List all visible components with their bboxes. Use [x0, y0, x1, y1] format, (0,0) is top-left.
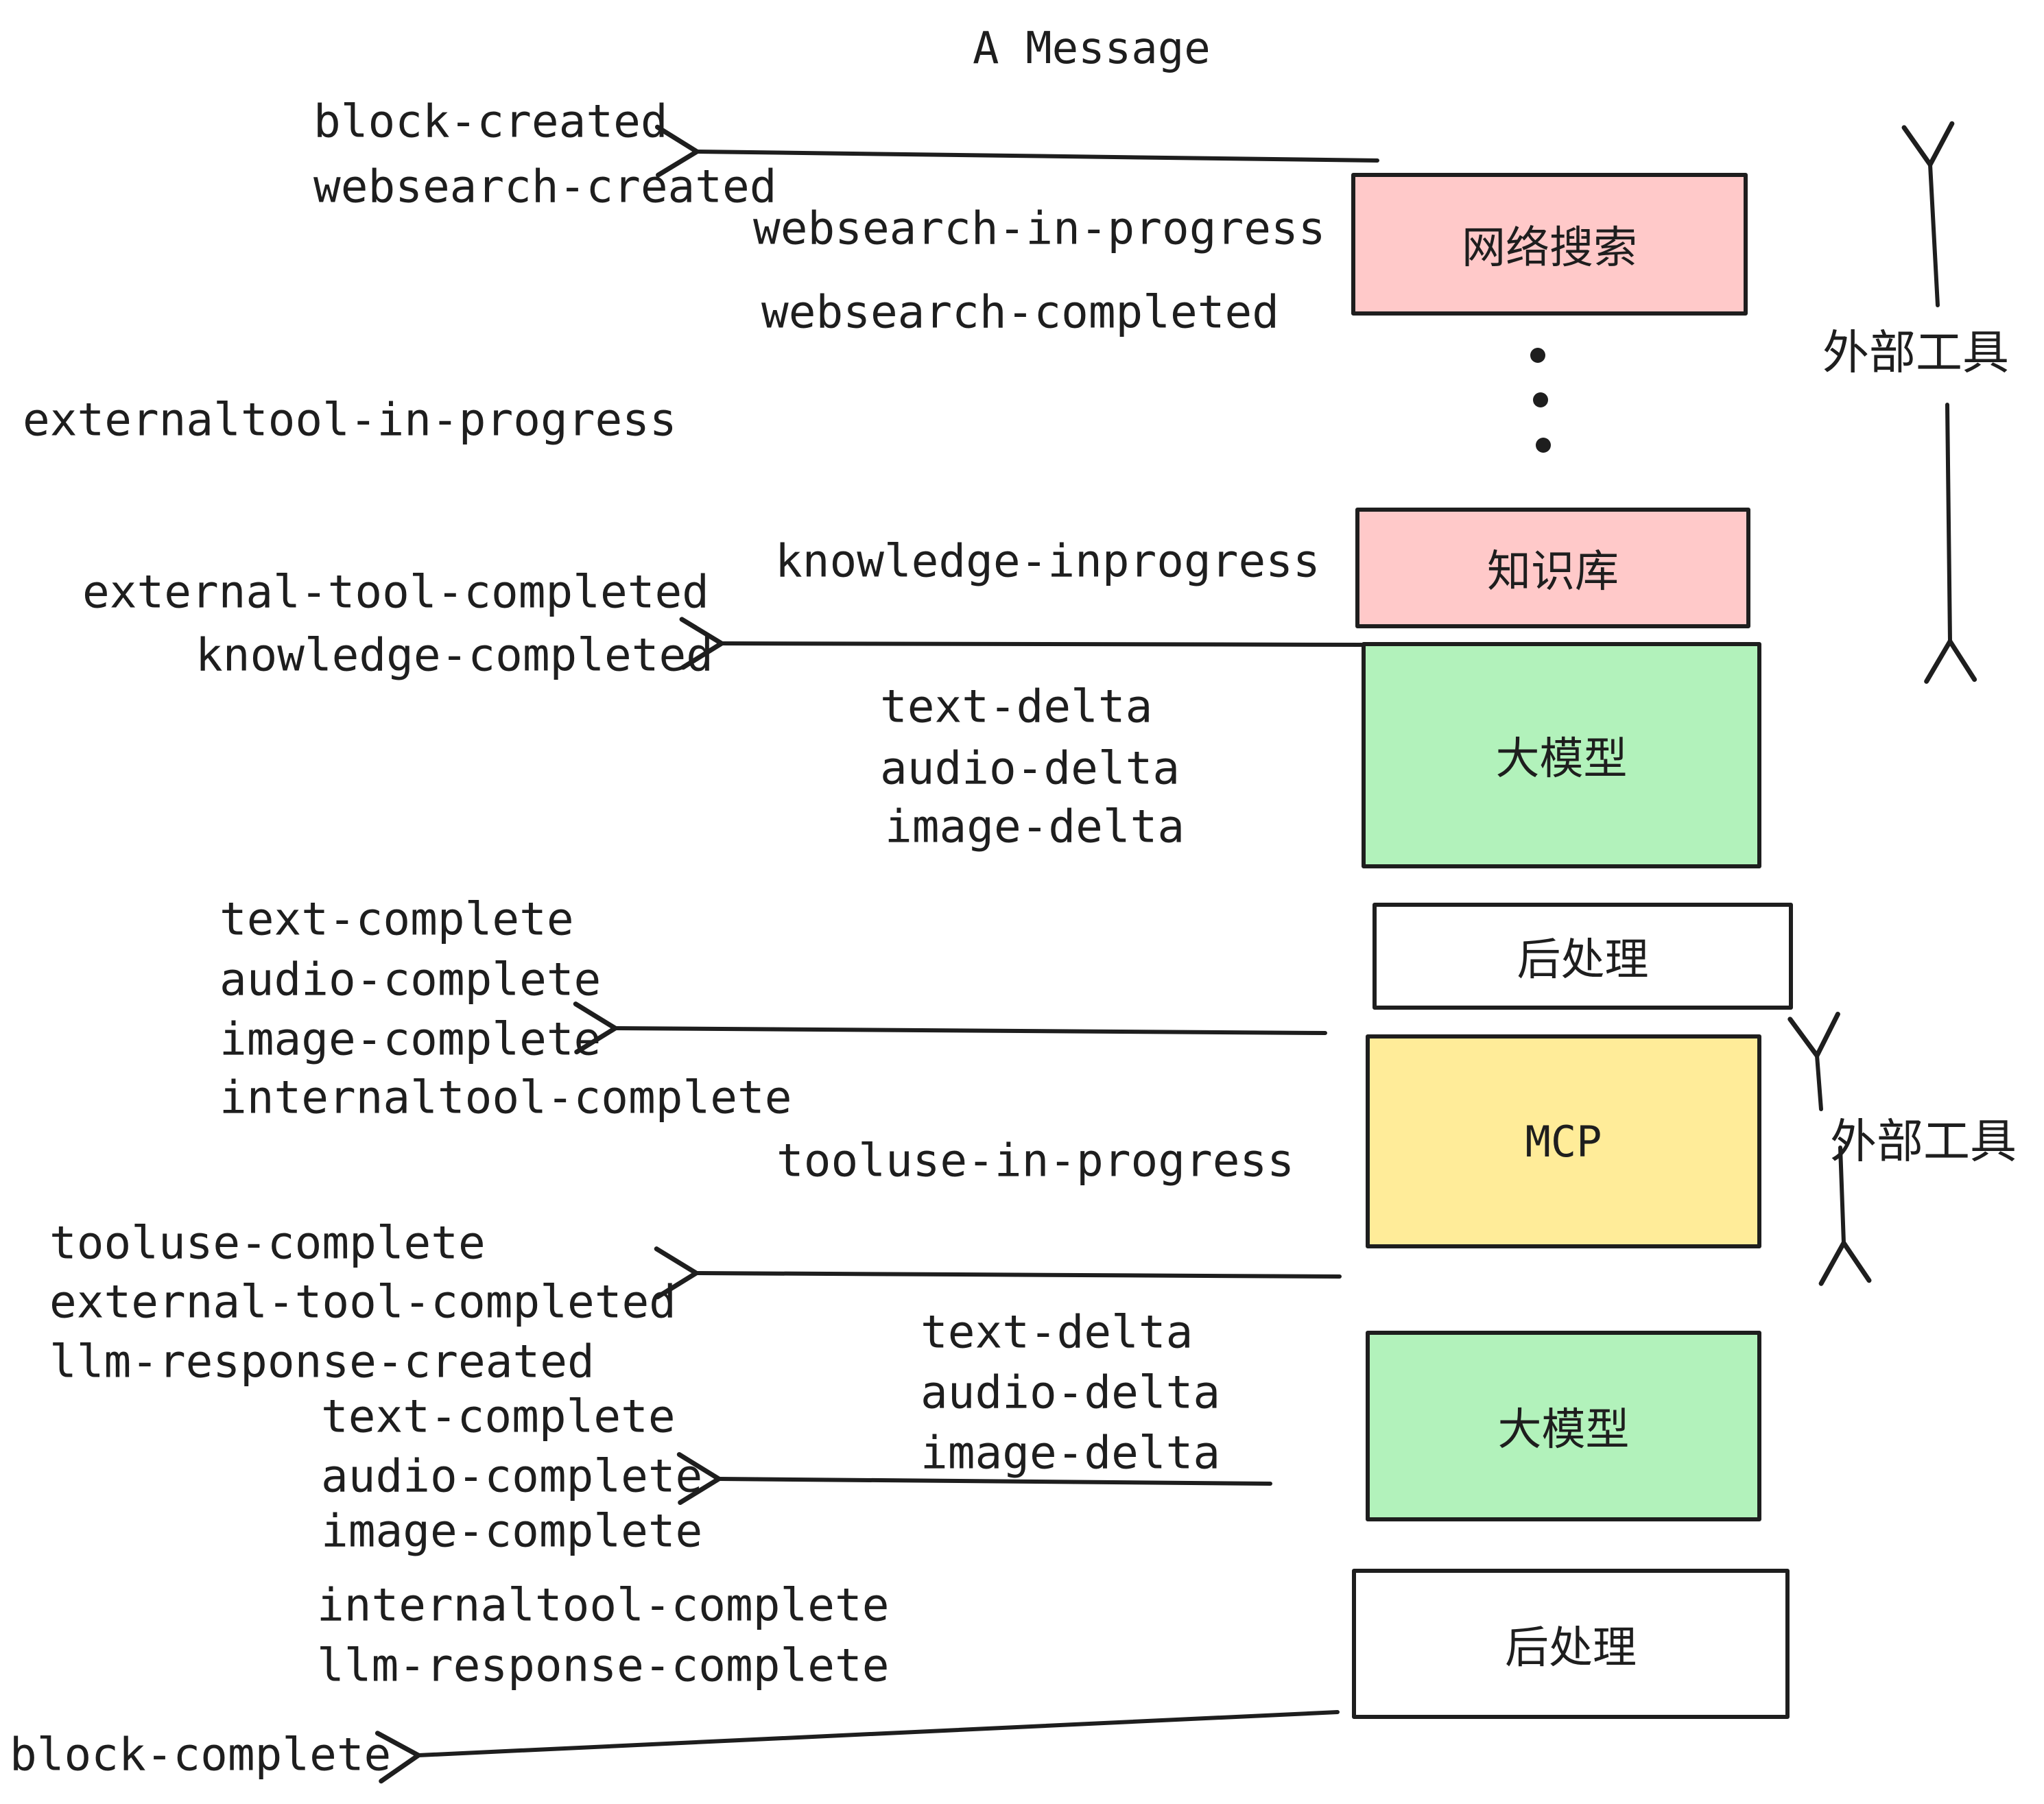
- box-websearch: 网络搜索: [1351, 173, 1748, 316]
- label-websearch-completed: websearch-completed: [761, 285, 1279, 339]
- label-knowledge-completed: knowledge-completed: [195, 628, 713, 682]
- label-audio-complete-2: audio-complete: [321, 1449, 703, 1503]
- diagram-title: A Message: [973, 23, 1211, 74]
- label-image-delta-1: image-delta: [885, 800, 1185, 853]
- arrow-llm1-to-knowledge-completed: [679, 617, 1364, 670]
- label-external-tool-completed-2: external-tool-completed: [49, 1275, 676, 1329]
- arrow-websearch-to-block-created: [654, 124, 1379, 178]
- label-block-complete: block-complete: [10, 1728, 392, 1781]
- label-text-delta-1: text-delta: [880, 680, 1153, 733]
- ellipsis-dots-icon: [1530, 348, 1551, 453]
- arrow-post2-to-block-complete: [375, 1710, 1340, 1784]
- box-knowledge: 知识库: [1355, 508, 1750, 628]
- box-postprocess-2: 后处理: [1352, 1569, 1790, 1719]
- arrow-llm2-to-audio-complete: [676, 1451, 1272, 1506]
- arrow-external-tools-2-up: [1787, 1011, 1840, 1111]
- box-postprocess-1: 后处理: [1372, 903, 1793, 1010]
- label-external-tools-2: 外部工具: [1830, 1115, 2017, 1170]
- label-audio-delta-2: audio-delta: [920, 1366, 1221, 1419]
- label-image-complete-1: image-complete: [219, 1012, 602, 1066]
- label-audio-complete-1: audio-complete: [219, 953, 602, 1006]
- label-tooluse-in-progress: tooluse-in-progress: [776, 1134, 1294, 1187]
- label-text-complete-1: text-complete: [219, 892, 574, 946]
- label-external-tools-1: 外部工具: [1822, 326, 2010, 381]
- label-block-created: block-created: [313, 95, 668, 148]
- label-websearch-created: websearch-created: [313, 160, 777, 213]
- label-text-delta-2: text-delta: [920, 1305, 1193, 1359]
- label-internaltool-complete-1: internaltool-complete: [219, 1071, 792, 1124]
- label-externaltool-in-progress: externaltool-in-progress: [23, 393, 677, 447]
- label-internaltool-complete-2: internaltool-complete: [317, 1578, 890, 1632]
- arrow-post1-to-image-complete: [573, 1001, 1327, 1055]
- arrow-mcp-to-tooluse-complete: [654, 1246, 1342, 1300]
- box-llm-2: 大模型: [1366, 1331, 1761, 1521]
- label-image-complete-2: image-complete: [321, 1504, 703, 1558]
- label-websearch-in-progress: websearch-in-progress: [753, 202, 1326, 255]
- label-audio-delta-1: audio-delta: [880, 741, 1180, 795]
- label-llm-response-created: llm-response-created: [49, 1335, 595, 1388]
- box-mcp: MCP: [1366, 1034, 1761, 1248]
- box-llm-1: 大模型: [1362, 642, 1761, 868]
- arrow-external-tools-1-up: [1901, 121, 1955, 307]
- label-tooluse-complete: tooluse-complete: [49, 1216, 486, 1270]
- label-llm-response-complete: llm-response-complete: [317, 1639, 890, 1692]
- label-text-complete-2: text-complete: [321, 1390, 676, 1443]
- label-knowledge-inprogress: knowledge-inprogress: [775, 534, 1320, 588]
- arrow-external-tools-1-down: [1924, 403, 1977, 684]
- label-external-tool-completed-1: external-tool-completed: [82, 565, 709, 619]
- label-image-delta-2: image-delta: [920, 1426, 1221, 1480]
